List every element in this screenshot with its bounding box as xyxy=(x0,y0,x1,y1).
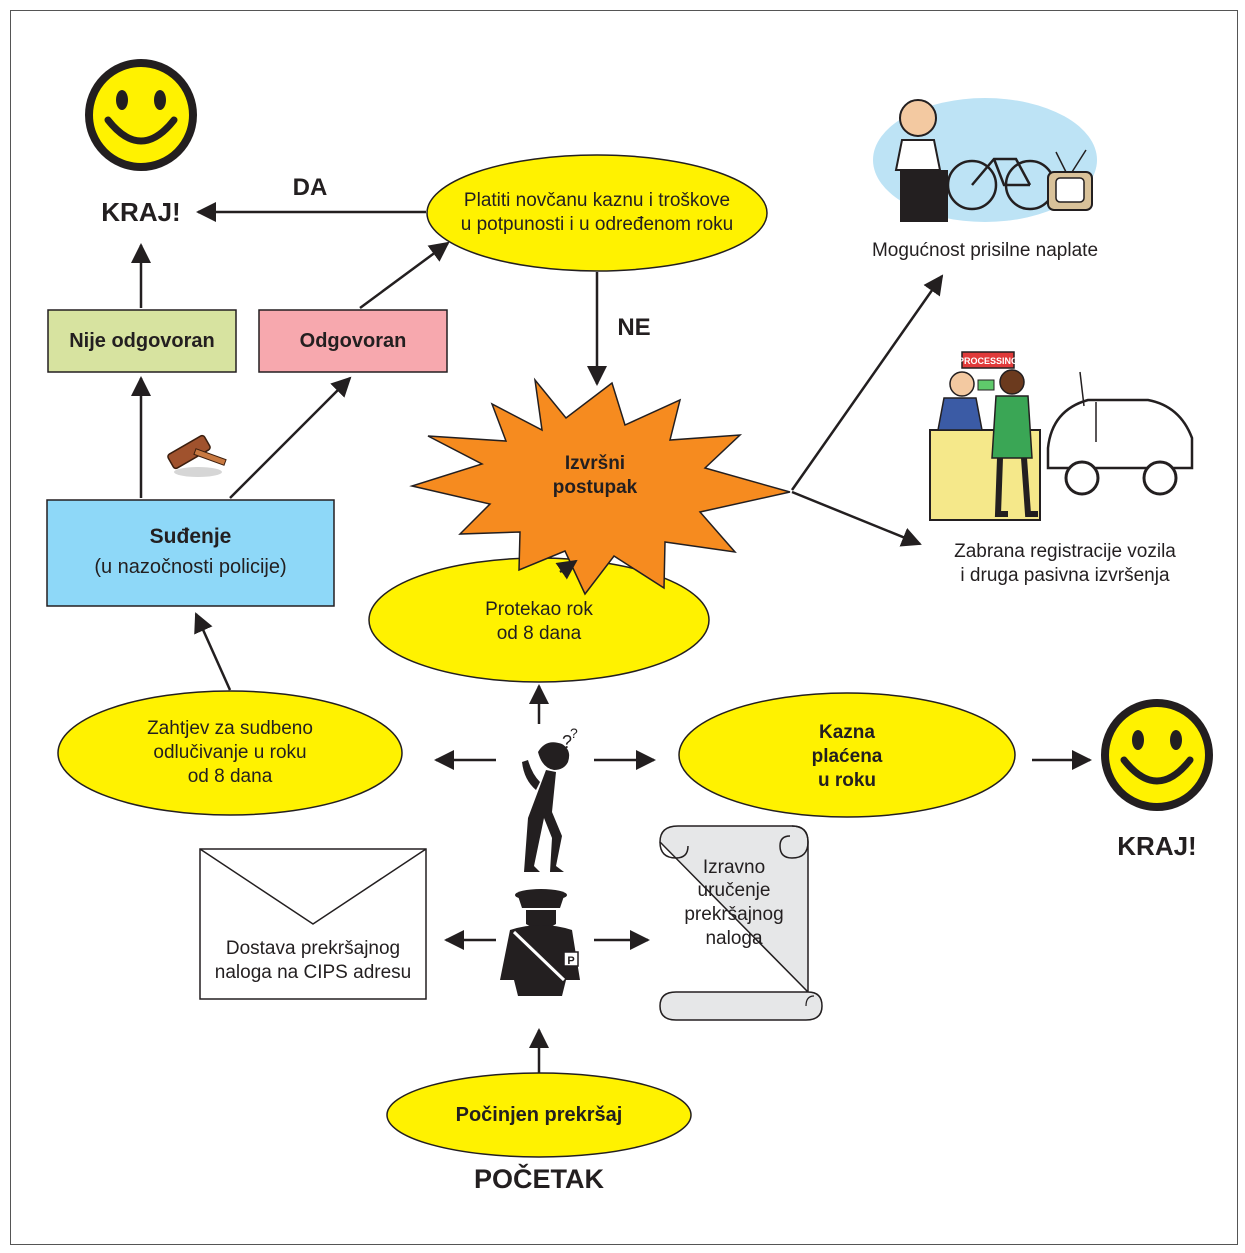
svg-text:?: ? xyxy=(562,732,572,752)
offense-node[interactable]: Počinjen prekršaj xyxy=(455,1103,623,1126)
pay-fine-node[interactable]: Platiti novčanu kaznu i troškove u potpu… xyxy=(460,190,734,235)
arrow-request-to-trial xyxy=(194,612,232,691)
arrow-liable-to-pay xyxy=(359,241,450,310)
envelope-icon xyxy=(199,848,427,1000)
trial-box xyxy=(46,499,335,607)
forced-collection-label: Mogućnost prisilne naplate xyxy=(871,240,1099,262)
deadline-node[interactable]: Protekao rok od 8 dana xyxy=(485,599,593,644)
trial-title[interactable]: Suđenje xyxy=(149,524,232,548)
delivery-node[interactable]: Dostava prekršajnog naloga na CIPS adres… xyxy=(214,938,412,983)
liable-box xyxy=(258,309,448,373)
pay-ellipse xyxy=(426,154,768,272)
forced-collection-clipart xyxy=(873,98,1097,222)
confused-person-icon: ? ? xyxy=(522,725,578,872)
trial-subtitle: (u nazočnosti policije) xyxy=(94,555,287,578)
end-top-label: KRAJ! xyxy=(101,196,181,227)
liable-node[interactable]: Odgovoran xyxy=(299,329,407,352)
arrow-trial-to-liable xyxy=(229,376,352,499)
arrow-deadline-to-execution xyxy=(555,559,578,580)
gavel-icon xyxy=(167,434,227,477)
processing-sign: PROCESSING xyxy=(958,356,1018,366)
scroll-icon xyxy=(659,825,823,1021)
not-liable-box xyxy=(47,309,237,373)
court-request-node[interactable]: Zahtjev za sudbeno odlučivanje u roku od… xyxy=(147,718,313,787)
start-label: POČETAK xyxy=(473,1164,604,1195)
police-officer-icon xyxy=(500,889,580,996)
smiley-top-icon xyxy=(85,59,197,171)
fine-paid-node[interactable]: Kazna plaćena u roku xyxy=(811,722,883,791)
direct-delivery-node[interactable]: Izravno uručenje prekršajnog naloga xyxy=(684,856,784,949)
execution-burst xyxy=(409,377,791,596)
svg-text:?: ? xyxy=(570,725,578,741)
not-liable-node[interactable]: Nije odgovoran xyxy=(69,329,215,352)
vehicle-registration-clipart xyxy=(929,351,1194,521)
yes-label: DA xyxy=(292,174,328,201)
registration-ban-label: Zabrana registracije vozila i druga pasi… xyxy=(954,541,1176,586)
arrow-execution-to-ban xyxy=(791,490,922,547)
paid-ellipse xyxy=(678,692,1016,818)
execution-node[interactable]: Izvršni postupak xyxy=(552,453,638,498)
badge-letter: P xyxy=(567,955,574,967)
node-shapes xyxy=(46,154,1016,1158)
arrow-execution-to-forced xyxy=(790,274,944,491)
end-right-label: KRAJ! xyxy=(1117,830,1197,861)
no-label: NE xyxy=(617,314,651,341)
smiley-right-icon xyxy=(1101,699,1213,811)
request-ellipse xyxy=(57,690,403,816)
diagram-frame xyxy=(10,10,1238,1245)
flow-arrows xyxy=(131,202,1092,1073)
